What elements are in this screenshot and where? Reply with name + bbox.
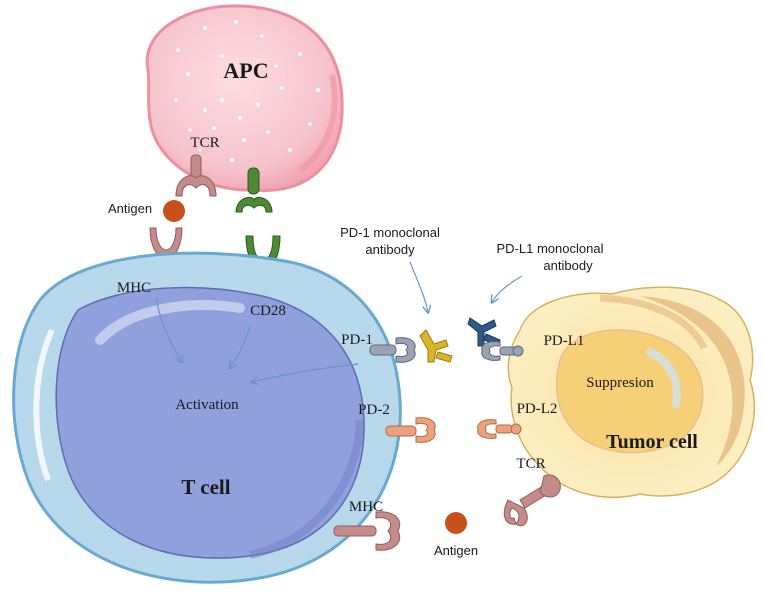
- tumor-tcr-receptor: [503, 474, 561, 527]
- pd2-receptor: [385, 417, 436, 443]
- cd28-label: CD28: [250, 303, 286, 319]
- antigen-bottom-label: Antigen: [434, 543, 478, 558]
- pdl2-ligand: [477, 419, 522, 439]
- cd28-activation-arrow: [230, 325, 251, 368]
- pd1-antibody-label-line1: PD-1 monoclonal: [340, 225, 440, 240]
- pdl1-ligand: [481, 341, 524, 361]
- pdl1-antibody-label-line2: antibody: [543, 258, 593, 273]
- suppression-label: Suppresion: [586, 375, 654, 391]
- mhc-activation-arrow: [155, 297, 182, 362]
- pd1-antibody-label-line2: antibody: [365, 242, 415, 257]
- pd1-antibody: [419, 329, 453, 363]
- pdl2-label: PD-L2: [517, 401, 558, 417]
- antigen-top-ball: [163, 200, 185, 222]
- pd2-label: PD-2: [358, 402, 390, 418]
- antigen-top-label: Antigen: [108, 201, 152, 216]
- mhc-top-label: MHC: [117, 280, 151, 296]
- activation-label: Activation: [175, 397, 239, 413]
- apc-costim-ligand: [235, 167, 273, 213]
- pdl1-label: PD-L1: [544, 333, 585, 349]
- apc-tcr-receptor: [175, 154, 217, 197]
- apc-cell: APC TCR: [145, 4, 344, 192]
- antigen-bottom-ball: [445, 512, 467, 534]
- pd1-inhibition-arrow: [252, 363, 359, 382]
- t-cell-label: T cell: [181, 475, 230, 499]
- tumor-cell: Suppresion Tumor cell: [507, 286, 755, 498]
- pd1-label: PD-1: [341, 332, 373, 348]
- pd1-receptor: [369, 337, 416, 363]
- mhc-bottom-label: MHC: [349, 499, 383, 515]
- pdl1-antibody-label-line1: PD-L1 monoclonal: [497, 241, 604, 256]
- pd1-antibody-arrow: [409, 261, 428, 312]
- pdl1-antibody-arrow: [492, 275, 523, 302]
- tcr-top-label: TCR: [190, 135, 219, 151]
- tumor-cell-label: Tumor cell: [606, 431, 698, 453]
- tcr-tumor-label: TCR: [516, 456, 545, 472]
- apc-label: APC: [223, 58, 268, 83]
- mhc-bottom-receptor: [333, 511, 401, 551]
- t-cell: T cell: [12, 251, 402, 584]
